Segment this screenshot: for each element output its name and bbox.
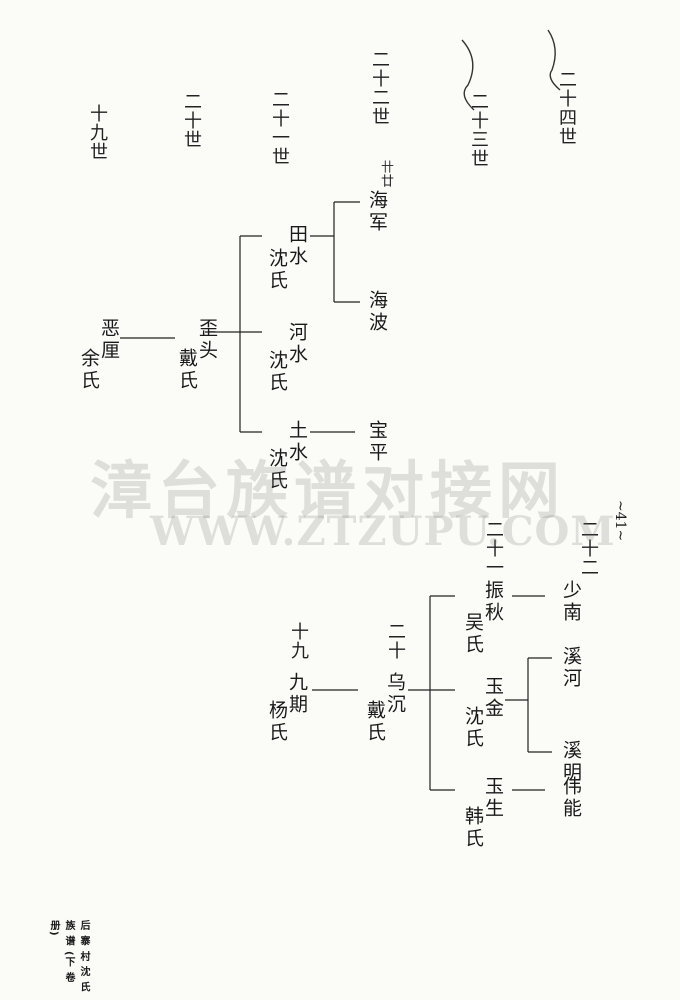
t2-zhenqiu-note: 二十一 [483, 520, 504, 577]
t1-gc-baoping: 宝平 [366, 420, 388, 464]
t2-yujin-name: 玉金 [482, 676, 504, 720]
watermark-title: 漳台族谱对接网 [90, 454, 567, 527]
t2-yujin-spouse: 沈氏 [462, 706, 484, 750]
t1-tushui-name: 土水 [286, 420, 308, 464]
generation-label-24: 二十四世 [556, 70, 577, 146]
t1-gen2-spouse: 戴氏 [176, 348, 198, 392]
t1-root-spouse: 余氏 [78, 348, 100, 392]
generation-label-20: 二十世 [181, 92, 202, 149]
t1-gc-haijun: 海军 [366, 190, 388, 234]
t2-shaonan-note: 二十二 [578, 520, 599, 577]
page-number: ~41~ [612, 500, 628, 542]
t2-gc-xihe: 溪河 [560, 646, 582, 690]
t1-tianshui-spouse: 沈氏 [266, 248, 288, 292]
scribble-mark-g23 [461, 39, 475, 111]
t1-heshui-spouse: 沈氏 [266, 350, 288, 394]
t1-heshui-name: 河水 [286, 322, 308, 366]
t2-gc-ximing: 溪明 [560, 740, 582, 784]
generation-label-22: 二十二世 [369, 50, 390, 126]
t2-yusheng-spouse: 韩氏 [462, 806, 484, 850]
t2-gen2-name: 乌沉 [384, 672, 406, 716]
scribble-mark-g24 [547, 29, 561, 91]
t1-tushui-spouse: 沈氏 [266, 448, 288, 492]
t1-root-name: 恶厘 [98, 318, 120, 362]
generation-label-19: 十九世 [87, 104, 108, 161]
t2-root-spouse: 杨氏 [266, 700, 288, 744]
t2-root-gen-note: 十九 [288, 622, 309, 660]
t1-gc-haibo: 海波 [366, 290, 388, 334]
t2-zhenqiu-spouse: 吴氏 [462, 612, 484, 656]
t2-gc-weineng: 伟能 [560, 776, 582, 820]
watermark-url: WWW.ZTZUPU.COM [150, 508, 616, 555]
t2-gen2-spouse: 戴氏 [364, 700, 386, 744]
t2-gen2-note: 二十 [385, 622, 406, 660]
t2-zhenqiu-name: 振秋 [482, 580, 504, 624]
t2-gc-shaonan: 少南 [560, 580, 582, 624]
t1-gen2-name: 歪头 [196, 318, 218, 362]
generation-label-21: 二十一世 [269, 90, 290, 166]
generation-label-23: 二十三世 [468, 92, 489, 168]
t2-root-name: 九期 [286, 672, 308, 716]
book-footer: 后 寨 村 沈 氏 族 谱 (下 卷 册) [48, 920, 89, 993]
t2-yusheng-name: 玉生 [482, 776, 504, 820]
generation-label-22-note: 卄廿 [378, 160, 393, 188]
t1-tianshui-name: 田水 [286, 224, 308, 268]
